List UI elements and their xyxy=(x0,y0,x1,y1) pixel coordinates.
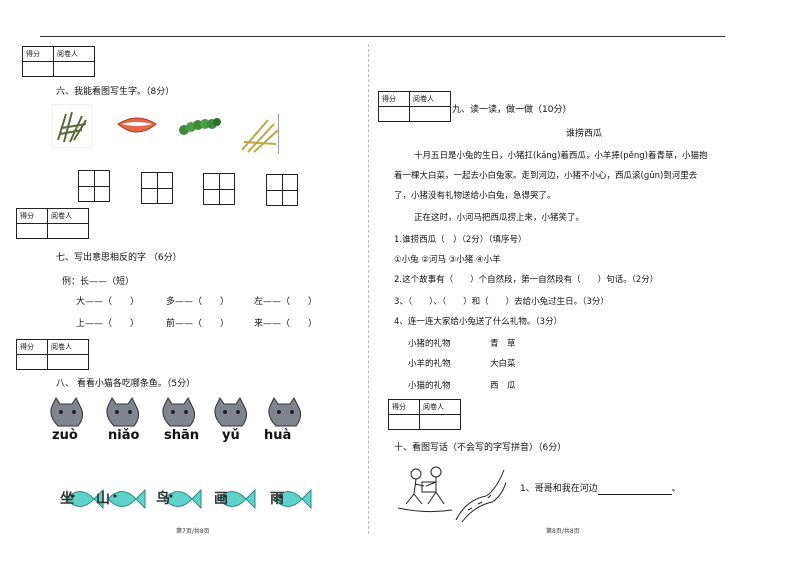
q7-item[interactable]: 大——（ ） xyxy=(76,297,140,307)
reviewer-cell[interactable] xyxy=(53,61,95,77)
reviewer-cell[interactable] xyxy=(47,354,89,370)
char-grid[interactable] xyxy=(141,172,173,204)
page-number: 第8页/共8页 xyxy=(546,528,580,535)
pinyin-label: zuò xyxy=(52,428,78,443)
top-rule xyxy=(40,36,725,37)
riverside-picture xyxy=(397,466,506,523)
q9-question-3[interactable]: 3、（ ）、（ ）和（ ）去给小兔过生日。（3分） xyxy=(394,297,609,307)
q10-prompt: 1、哥哥和我在河边 。 xyxy=(520,483,681,495)
q10-title: 十、看图写话（不会写的字写拼音）（6分） xyxy=(394,443,567,453)
score-box: 得分阅卷人 xyxy=(22,46,95,77)
score-cell[interactable] xyxy=(388,414,420,430)
match-right[interactable]: 西 瓜 xyxy=(490,381,516,391)
fish-icon[interactable] xyxy=(270,484,312,514)
q7-example: 例：长——（短） xyxy=(62,277,135,287)
match-left[interactable]: 小羊的礼物 xyxy=(408,359,451,369)
q7-title: 七、写出意思相反的字 （6分） xyxy=(56,253,182,263)
match-right[interactable]: 青 草 xyxy=(490,339,516,349)
match-left[interactable]: 小猪的礼物 xyxy=(408,339,451,349)
story-line: 十月五日是小兔的生日，小猪扛(káng)着西瓜，小羊捧(pěng)着青草，小猫抱 xyxy=(414,151,708,161)
caterpillar-picture xyxy=(179,118,221,135)
story-line: 着一棵大白菜，一起去小白兔家。走到河边，小猪不小心，西瓜滚(gǔn)到河里去 xyxy=(394,171,698,181)
q9-question-2[interactable]: 2.这个故事有（ ）个自然段，第一自然段有（ ）句话。（2分） xyxy=(394,275,659,285)
pinyin-label: shān xyxy=(164,428,200,443)
fish-char: 画 xyxy=(214,491,228,507)
pinyin-label: huà xyxy=(264,428,292,443)
fish-icon[interactable] xyxy=(214,484,256,514)
pinyin-label: yǔ xyxy=(222,428,240,443)
char-grid[interactable] xyxy=(203,173,235,205)
reviewer-label: 阅卷人 xyxy=(47,208,89,224)
q7-item[interactable]: 多——（ ） xyxy=(166,297,230,307)
reviewer-cell[interactable] xyxy=(419,414,461,430)
score-label: 得分 xyxy=(16,339,48,355)
fish-char: 鸟 xyxy=(156,491,170,507)
fish-char: 山 xyxy=(96,491,110,507)
match-right[interactable]: 大白菜 xyxy=(490,359,516,369)
score-box: 得分阅卷人 xyxy=(388,399,461,430)
q9-options: ①小兔 ②河马 ③小猪 ④小羊 xyxy=(394,255,501,265)
q6-title: 六、我能看图写生字。（8分） xyxy=(56,87,175,97)
reviewer-cell[interactable] xyxy=(409,106,451,122)
reviewer-label: 阅卷人 xyxy=(53,46,95,62)
fish-char: 雨 xyxy=(270,491,284,507)
score-label: 得分 xyxy=(378,91,410,107)
cat-icon xyxy=(162,397,196,427)
page-number: 第7页/共8页 xyxy=(176,528,210,535)
cat-icon xyxy=(214,397,248,427)
reviewer-cell[interactable] xyxy=(47,223,89,239)
score-label: 得分 xyxy=(22,46,54,62)
score-box: 得分阅卷人 xyxy=(16,208,89,239)
mouth-picture xyxy=(117,117,157,133)
story-line: 正在这时，小河马把西瓜捞上来，小猪笑了。 xyxy=(414,213,585,223)
fish-icon[interactable] xyxy=(160,484,202,514)
score-box: 得分阅卷人 xyxy=(378,91,451,122)
rice-picture xyxy=(241,114,279,154)
q9-question-1[interactable]: 1.谁捞西瓜（ ）（2分）（填序号） xyxy=(394,235,527,245)
reviewer-label: 阅卷人 xyxy=(47,339,89,355)
q7-item[interactable]: 来——（ ） xyxy=(254,319,318,329)
fish-icon[interactable] xyxy=(104,484,146,514)
reviewer-label: 阅卷人 xyxy=(419,399,461,415)
grass-picture xyxy=(52,104,92,148)
match-left[interactable]: 小猫的礼物 xyxy=(408,381,451,391)
fish-char: 坐 xyxy=(60,491,74,507)
char-grid[interactable] xyxy=(78,170,110,202)
score-box: 得分阅卷人 xyxy=(16,339,89,370)
score-cell[interactable] xyxy=(16,223,48,239)
q9-question-4: 4、连一连大家给小兔送了什么礼物。（3分） xyxy=(394,317,563,327)
story-line: 了，小猪没有礼物送给小白兔，急得哭了。 xyxy=(394,191,556,201)
q8-title: 八、 看看小猫各吃哪条鱼。（5分） xyxy=(56,379,196,389)
q7-item[interactable]: 左——（ ） xyxy=(254,297,318,307)
score-cell[interactable] xyxy=(22,61,54,77)
score-cell[interactable] xyxy=(16,354,48,370)
cat-icon xyxy=(106,397,140,427)
page-divider xyxy=(368,44,369,534)
score-label: 得分 xyxy=(16,208,48,224)
score-label: 得分 xyxy=(388,399,420,415)
q10-prompt-end: 。 xyxy=(671,484,681,494)
reviewer-label: 阅卷人 xyxy=(409,91,451,107)
pinyin-label: niǎo xyxy=(108,428,140,443)
fish-icon[interactable] xyxy=(62,484,104,514)
score-cell[interactable] xyxy=(378,106,410,122)
q9-title: 九、读一读，做一做（10分） xyxy=(452,105,572,115)
q7-item[interactable]: 上——（ ） xyxy=(76,319,140,329)
cat-icon xyxy=(268,397,302,427)
q10-prompt-text: 1、哥哥和我在河边 xyxy=(520,484,598,494)
q7-item[interactable]: 前——（ ） xyxy=(166,319,230,329)
char-grid[interactable] xyxy=(266,174,298,206)
cat-icon xyxy=(50,397,84,427)
q10-answer-line[interactable] xyxy=(597,485,672,495)
story-title: 谁捞西瓜 xyxy=(566,129,603,139)
